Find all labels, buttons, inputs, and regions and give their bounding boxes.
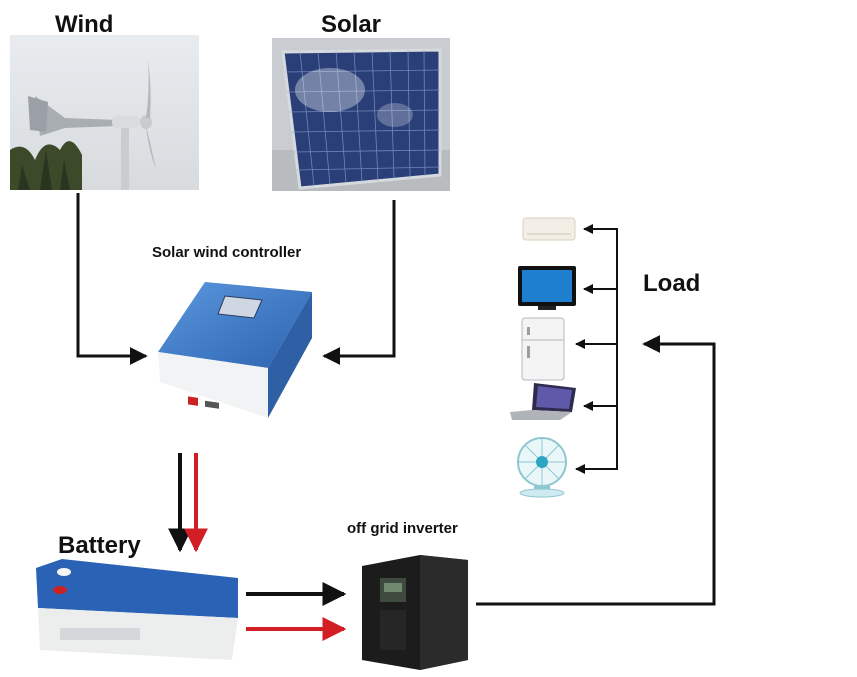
inverter-label: off grid inverter: [347, 520, 458, 537]
fan-icon: [517, 437, 567, 498]
wind-to-controller-arrow: [76, 193, 148, 365]
solar-to-controller-arrow: [322, 200, 396, 365]
wind-label: Wind: [55, 11, 113, 38]
load-label: Load: [643, 270, 700, 297]
inverter-to-load-arrow: [476, 335, 716, 606]
charge-controller-icon: [158, 282, 312, 418]
solar-label: Solar: [321, 11, 381, 38]
solar-panel-icon: [272, 38, 450, 191]
air-conditioner-icon: [522, 217, 576, 241]
battery-icon: [36, 559, 238, 660]
laptop-icon: [510, 383, 576, 420]
wind-turbine-icon: [10, 35, 199, 190]
battery-label: Battery: [58, 532, 141, 559]
inverter-icon: [362, 555, 468, 670]
television-icon: [518, 266, 576, 310]
controller-label: Solar wind controller: [152, 244, 301, 261]
refrigerator-icon: [521, 317, 565, 381]
